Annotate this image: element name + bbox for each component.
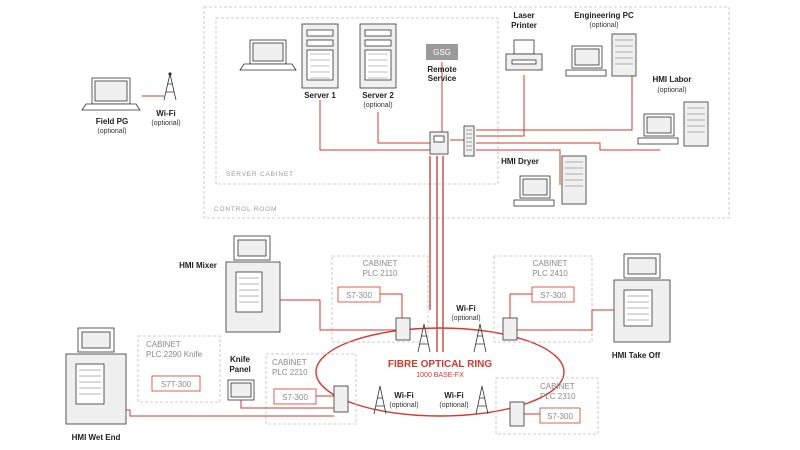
hmi-dryer-label: HMI Dryer bbox=[501, 157, 539, 166]
gsg-box[interactable]: GSG bbox=[426, 44, 458, 60]
hmi-wet-end[interactable] bbox=[65, 327, 127, 425]
hmi-wet-end-label: HMI Wet End bbox=[72, 433, 121, 442]
control-room-zone: CONTROL ROOM bbox=[203, 6, 730, 219]
wifi-antenna-low-right bbox=[475, 385, 489, 415]
wifi-antenna-top bbox=[163, 72, 177, 101]
cabinet-plc-2290-knife: CABINET PLC 2290 Knife S7T-300 bbox=[137, 335, 221, 403]
hmi-labor-optional: (optional) bbox=[657, 87, 686, 94]
wifi-mid-optional: (optional) bbox=[451, 315, 480, 322]
hmi-labor[interactable] bbox=[637, 101, 709, 147]
engineering-pc[interactable] bbox=[565, 33, 637, 77]
wifi-low-optional: (optional) bbox=[389, 402, 418, 409]
hmi-mixer-label: HMI Mixer bbox=[179, 261, 217, 270]
laser-printer-label-2: Printer bbox=[511, 21, 537, 30]
plc-2310-box[interactable] bbox=[539, 407, 581, 424]
hmi-mixer[interactable] bbox=[225, 235, 281, 333]
wifi-antenna-mid-left bbox=[417, 323, 431, 353]
wifi-low-right-label: Wi-Fi bbox=[444, 391, 463, 400]
core-switch[interactable] bbox=[429, 131, 449, 155]
cabinet-2290-title: CABINET bbox=[146, 340, 181, 349]
plc-2310-label: S7-300 bbox=[547, 412, 573, 421]
wifi-antenna-low-left bbox=[373, 385, 387, 415]
cabinet-2110-name: PLC 2110 bbox=[363, 269, 399, 278]
engineering-pc-optional: (optional) bbox=[589, 22, 618, 29]
switch-2210[interactable] bbox=[333, 385, 349, 413]
laptop-workstation bbox=[239, 39, 297, 71]
hmi-take-off-label: HMI Take Off bbox=[612, 351, 661, 360]
cabinet-2310-title: CABINET bbox=[540, 382, 575, 391]
laser-printer[interactable] bbox=[505, 39, 543, 71]
wifi-top-optional: (optional) bbox=[151, 120, 180, 127]
control-room-links bbox=[319, 62, 660, 352]
wifi-antenna-mid-right bbox=[473, 323, 487, 353]
cabinet-plc-2310: CABINET PLC 2310 S7-300 bbox=[495, 377, 599, 435]
plc-2410-label: S7-300 bbox=[540, 291, 566, 300]
server-cabinet-label: SERVER CABINET bbox=[226, 171, 294, 178]
cabinet-2110-title: CABINET bbox=[363, 259, 398, 268]
switch-2410[interactable] bbox=[502, 317, 518, 341]
server1-label: Server 1 bbox=[304, 91, 336, 100]
server2-label: Server 2 bbox=[362, 91, 394, 100]
hmi-take-off[interactable] bbox=[613, 253, 671, 343]
cabinet-2210-name: PLC 2210 bbox=[272, 368, 308, 377]
server2-optional: (optional) bbox=[363, 102, 392, 109]
network-hub[interactable] bbox=[463, 125, 475, 157]
laser-printer-label-1: Laser bbox=[513, 11, 534, 20]
control-room-label: CONTROL ROOM bbox=[214, 206, 277, 213]
server1-tower[interactable] bbox=[301, 23, 339, 89]
field-pg-label: Field PG bbox=[96, 117, 128, 126]
cabinet-2210-title: CABINET bbox=[272, 358, 307, 367]
cabinet-2410-name: PLC 2410 bbox=[532, 269, 568, 278]
field-pg-laptop[interactable] bbox=[81, 77, 141, 111]
gsg-label: GSG bbox=[433, 48, 451, 57]
cabinet-2290-name: PLC 2290 Knife bbox=[146, 350, 203, 359]
ring-title: FIBRE OPTICAL RING bbox=[388, 359, 492, 370]
hmi-dryer[interactable] bbox=[513, 155, 587, 207]
engineering-pc-label: Engineering PC bbox=[574, 11, 634, 20]
knife-panel-label-1: Knife bbox=[230, 355, 251, 364]
cabinet-plc-2110: CABINET PLC 2110 S7-300 bbox=[331, 255, 429, 343]
knife-panel[interactable] bbox=[227, 379, 255, 401]
server2-tower[interactable] bbox=[359, 23, 397, 89]
server-cabinet-zone: SERVER CABINET bbox=[215, 17, 499, 185]
cabinet-plc-2210: CABINET PLC 2210 S7-300 bbox=[265, 353, 357, 425]
remote-service-label-1: Remote bbox=[427, 65, 457, 74]
field-pg-optional: (optional) bbox=[97, 128, 126, 135]
remote-service-label-2: Service bbox=[428, 74, 457, 83]
ring-subtitle: 1000 BASE-FX bbox=[416, 372, 464, 379]
wifi-low-label: Wi-Fi bbox=[394, 391, 413, 400]
plc-2110-label: S7-300 bbox=[346, 291, 372, 300]
wifi-low-right-optional: (optional) bbox=[439, 402, 468, 409]
knife-panel-label-2: Panel bbox=[229, 365, 250, 374]
wifi-top-label: Wi-Fi bbox=[156, 109, 175, 118]
plc-2290-box[interactable] bbox=[151, 375, 201, 392]
cabinet-2310-name: PLC 2310 bbox=[540, 392, 576, 401]
cabinet-2410-title: CABINET bbox=[533, 259, 568, 268]
hmi-labor-label: HMI Labor bbox=[652, 75, 691, 84]
switch-2110[interactable] bbox=[395, 317, 411, 341]
wifi-mid-label: Wi-Fi bbox=[456, 304, 475, 313]
switch-2310[interactable] bbox=[509, 401, 525, 427]
plc-2290-label: S7T-300 bbox=[161, 380, 192, 389]
fibre-optical-ring: FIBRE OPTICAL RING 1000 BASE-FX bbox=[315, 327, 565, 417]
plc-2210-label: S7-300 bbox=[282, 393, 308, 402]
cabinet-plc-2410: CABINET PLC 2410 S7-300 bbox=[493, 255, 593, 343]
